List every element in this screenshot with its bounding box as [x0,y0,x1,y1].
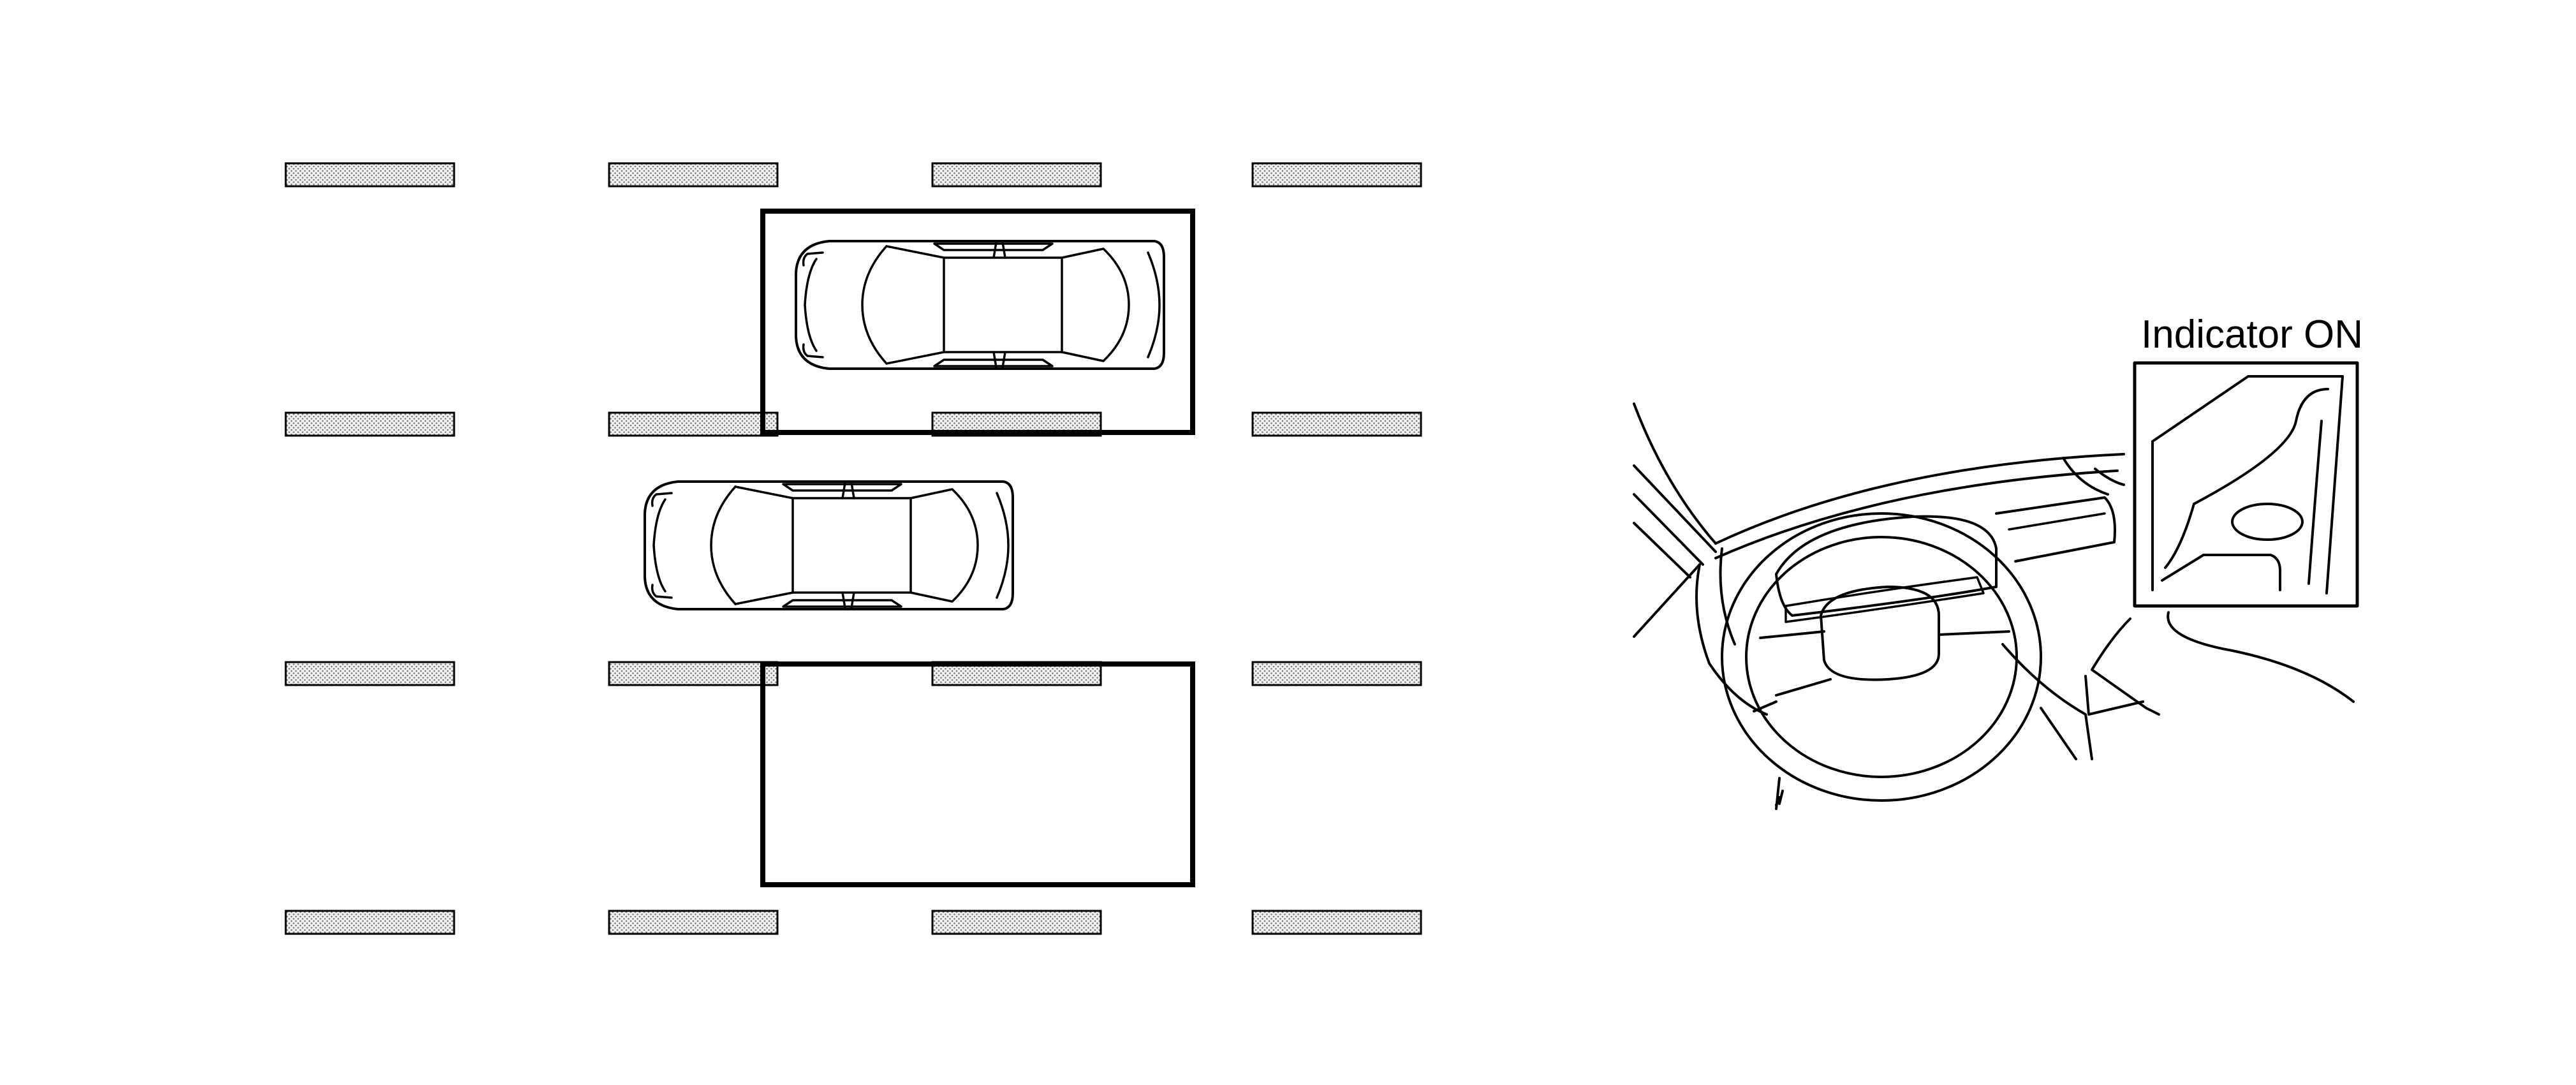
steering-column [1778,790,1784,805]
lane-stripe [1251,661,1422,686]
indicator-callout: Indicator ON [2133,313,2363,608]
lane-stripe [284,411,455,437]
parking-stripes [284,162,1422,935]
lane-stripe [608,910,779,935]
indicator-lamp-icon [2231,503,2304,541]
parked-car-icon [795,240,1165,370]
callout-frame [2133,361,2359,608]
center-console [1995,496,2116,563]
parking-space-occupied [760,209,1195,435]
instrument-cluster [1775,515,1998,617]
dashboard-top [1714,453,2125,545]
lane-stripe [284,661,455,686]
moving-car-icon [644,480,1014,610]
lane-stripe [931,162,1102,188]
indicator-label: Indicator ON [2141,313,2363,357]
dashboard-view [1633,402,2355,810]
parking-space-empty [760,661,1195,887]
lane-stripe [608,411,779,437]
lane-stripe [608,661,779,686]
dashboard-left [1695,563,1768,716]
lane-stripe [1251,162,1422,188]
lane-stripe [284,910,455,935]
lane-stripe [284,162,455,188]
steering-wheel-icon [1721,512,2042,802]
lane-stripe [1251,411,1422,437]
lane-stripe [1251,910,1422,935]
lane-stripe [608,162,779,188]
lane-stripe [931,910,1102,935]
steering-wheel-hub [1820,586,1940,681]
door-line [2167,611,2355,703]
windshield-pillar [1633,402,1717,545]
